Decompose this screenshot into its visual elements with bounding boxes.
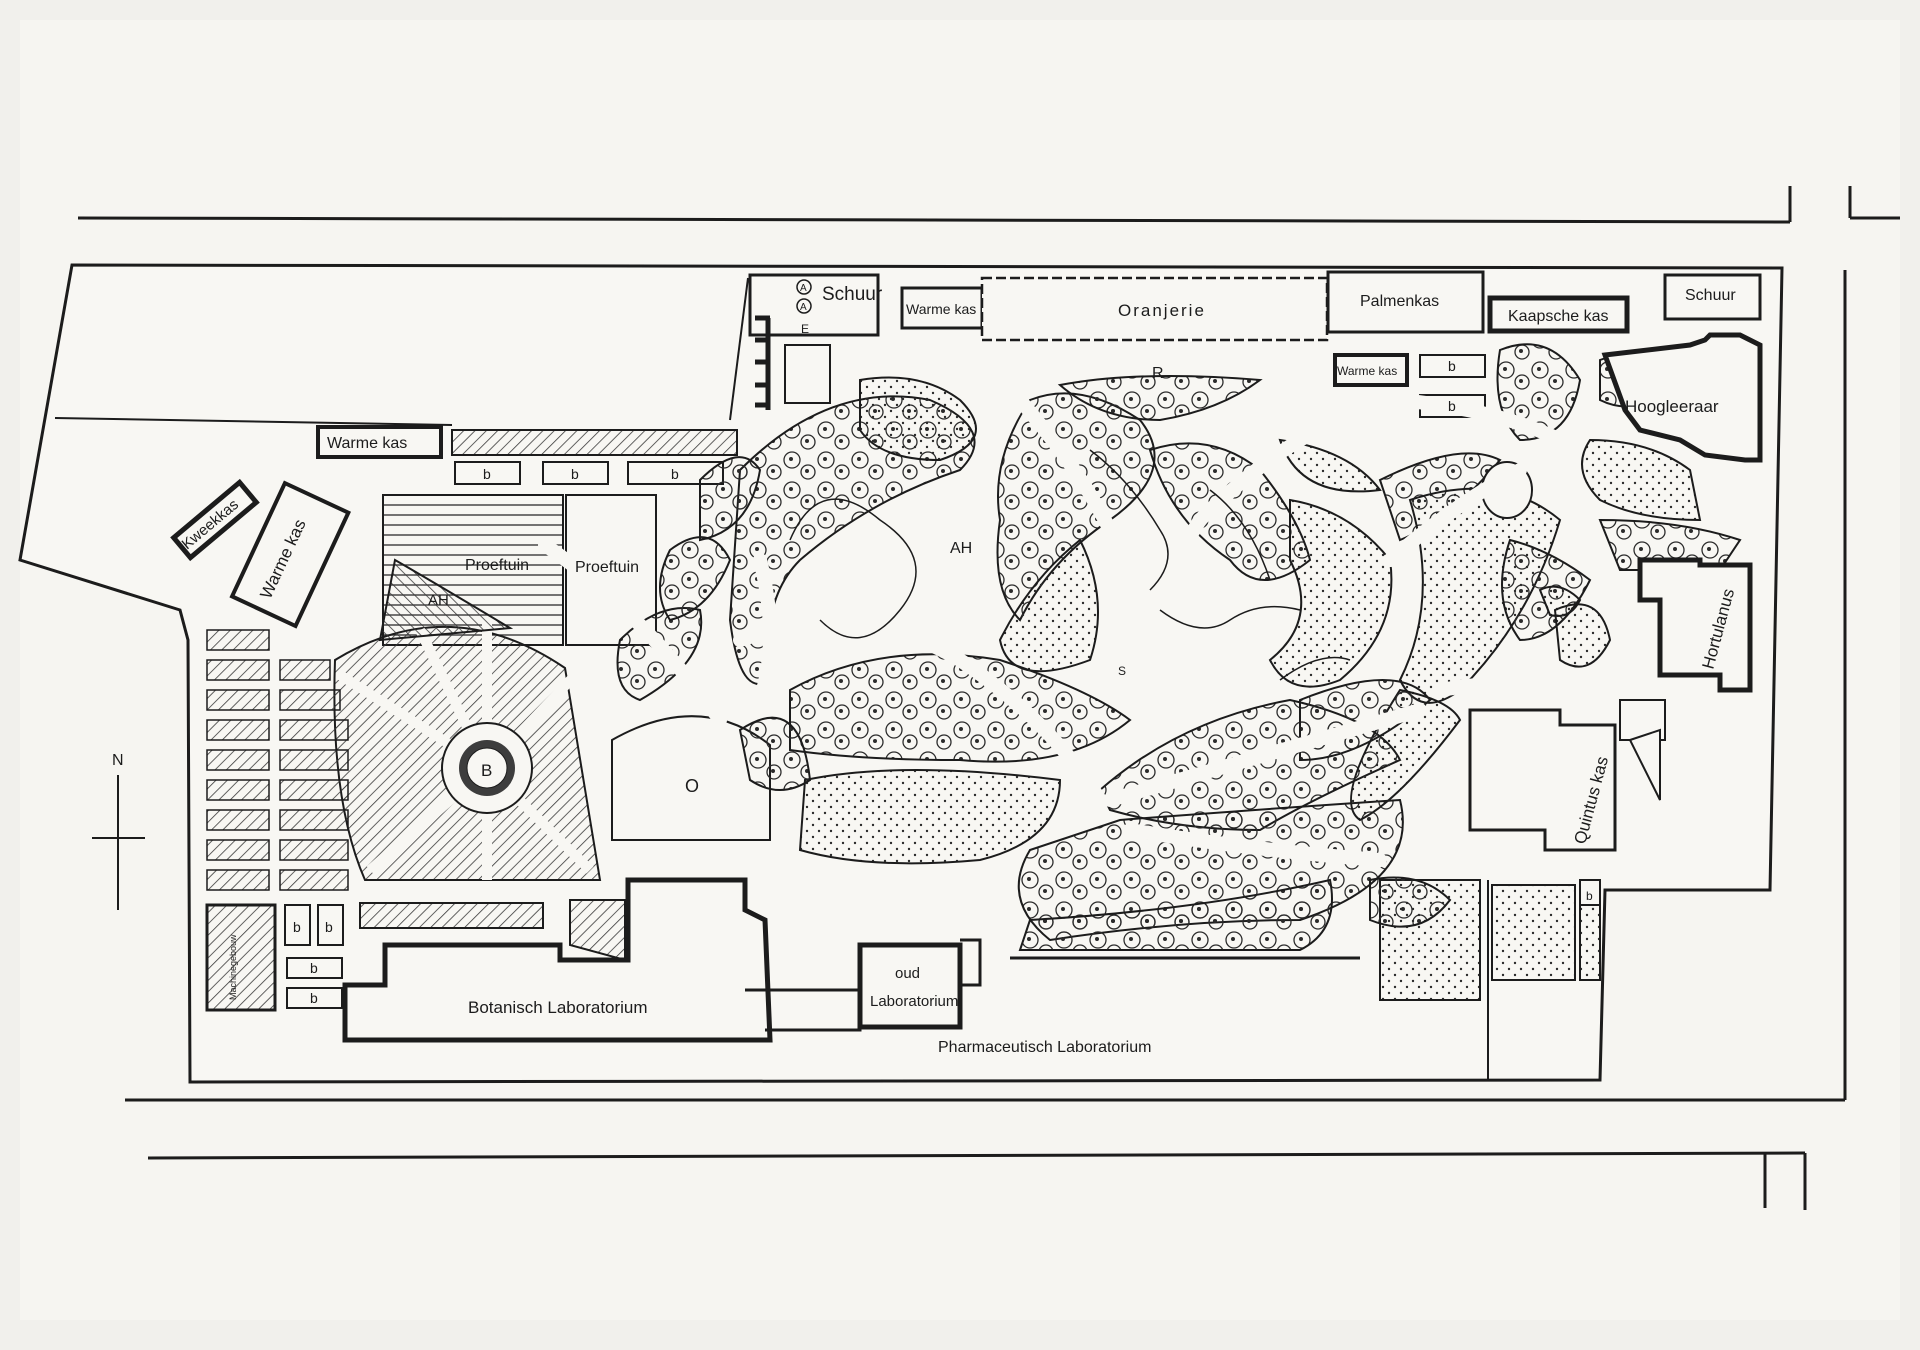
label-botanisch-laboratorium: Botanisch Laboratorium [468, 998, 648, 1017]
label-schuur-right: Schuur [1685, 287, 1736, 304]
label-o: O [685, 776, 699, 796]
path-outlines [789, 449, 1351, 681]
b-label-10: b [1586, 889, 1593, 903]
hoogleeraar-building [1601, 332, 1763, 463]
b-plot-small-4 [286, 987, 343, 1009]
top-buildings [748, 270, 1762, 418]
label-schuur-left: Schuur [822, 284, 883, 305]
schuur-right-building [1663, 273, 1762, 321]
circular-garden [333, 558, 602, 881]
north-arrow: N [92, 752, 145, 910]
label-proeftuin-1: Proeftuin [465, 557, 529, 574]
b-label-8: b [310, 960, 318, 976]
label-circle-a-1: A [800, 283, 807, 294]
label-oud: oud [895, 965, 920, 982]
kweekkas-building [170, 478, 260, 562]
label-hoogleeraar: Hoogleeraar [1625, 397, 1719, 416]
botanisch-laboratorium-building [342, 877, 773, 1043]
right-buildings [1468, 332, 1763, 906]
label-machinegebouw: Machinegebouw [228, 934, 238, 1000]
b-plot-small-2 [317, 904, 344, 946]
b-label-2: b [571, 466, 579, 482]
rockery-area [1057, 375, 1263, 422]
label-proeftuin-2: Proeftuin [575, 559, 639, 576]
kaapsche-kas-building [1487, 295, 1630, 334]
b-plot-right [1579, 879, 1601, 906]
label-warme-kas-top: Warme kas [906, 301, 976, 317]
b-label-9: b [310, 990, 318, 1006]
label-palmenkas: Palmenkas [1360, 293, 1439, 310]
warme-kas-diag-building [229, 480, 352, 629]
label-kaapsche-kas: Kaapsche kas [1508, 308, 1609, 325]
bottom-buildings [342, 877, 1489, 1080]
b-label-6: b [293, 919, 301, 935]
b-label-4: b [1448, 358, 1456, 374]
palmenkas-building [1326, 270, 1485, 334]
b-plot-small-1 [284, 904, 311, 946]
b-label-1: b [483, 466, 491, 482]
north-label: N [112, 752, 124, 769]
schuur-left-building [748, 273, 880, 337]
warme-kas-right-building [1333, 353, 1409, 387]
garden-paths [538, 393, 1567, 867]
quintus-kas-building [1468, 708, 1617, 852]
oranjerie-building [980, 276, 1329, 342]
warme-kas-top-building [900, 286, 984, 330]
left-bed-rows [206, 629, 349, 891]
b-label-7: b [325, 919, 333, 935]
label-ah-left: AH [428, 592, 449, 609]
hatched-bed-top [451, 429, 738, 456]
label-warme-kas-left: Warme kas [327, 435, 407, 452]
label-circle-a-2: A [800, 302, 807, 313]
bottom-left-utility [205, 902, 544, 1012]
label-b-center: B [481, 761, 492, 780]
oud-laboratorium-building [857, 942, 963, 1030]
b-label-3: b [671, 466, 679, 482]
label-pharmaceutisch-laboratorium: Pharmaceutisch Laboratorium [938, 1039, 1151, 1056]
label-laboratorium: Laboratorium [870, 993, 958, 1010]
b-label-5: b [1448, 398, 1456, 414]
label-s: S [1118, 664, 1126, 678]
warme-kas-left-building [316, 425, 443, 459]
b-plot-2 [542, 461, 609, 485]
label-oranjerie: Oranjerie [1118, 301, 1206, 320]
label-r: R [1152, 365, 1164, 382]
label-ah-center: AH [950, 540, 972, 557]
machinegebouw-building [205, 903, 277, 1012]
label-warme-kas-right: Warme kas [1337, 364, 1397, 378]
hortulanus-building [1637, 557, 1753, 693]
label-e: E [801, 322, 809, 336]
b-plot-1 [454, 461, 521, 485]
b-plot-top-1 [1419, 354, 1486, 378]
left-buildings [170, 425, 738, 629]
schuur-ladder [755, 315, 771, 410]
b-plot-small-3 [286, 957, 343, 979]
street-lines [77, 186, 1900, 1210]
